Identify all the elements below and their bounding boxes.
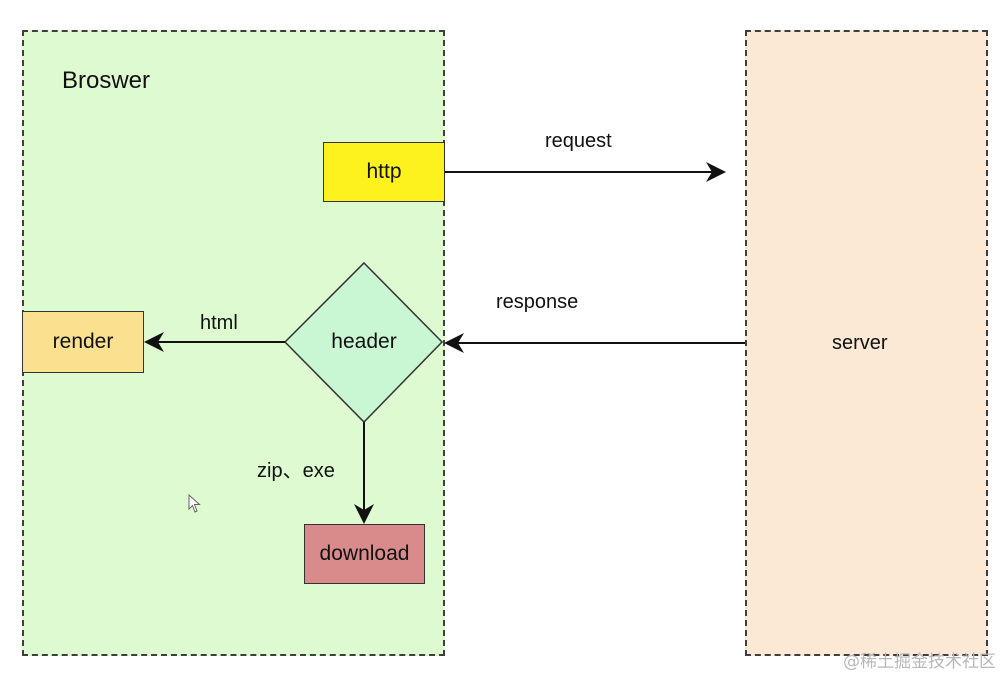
- header-node-label: header: [331, 330, 397, 353]
- http-node-label: http: [366, 160, 402, 183]
- download-node-label: download: [319, 542, 410, 565]
- zip-exe-label: zip、exe: [257, 460, 335, 482]
- html-label: html: [200, 312, 238, 334]
- http-node: http: [323, 142, 445, 202]
- render-node-label: render: [52, 330, 114, 353]
- browser-title: Broswer: [62, 67, 151, 94]
- render-node: render: [22, 311, 144, 373]
- response-label: response: [496, 291, 579, 313]
- mouse-cursor-icon: [188, 494, 201, 513]
- download-node: download: [304, 524, 425, 584]
- server-label: server: [832, 332, 888, 354]
- header-node: header: [285, 262, 443, 422]
- request-label: request: [545, 130, 612, 152]
- watermark: @稀土掘金技术社区: [843, 652, 996, 672]
- server-region: server: [745, 30, 988, 656]
